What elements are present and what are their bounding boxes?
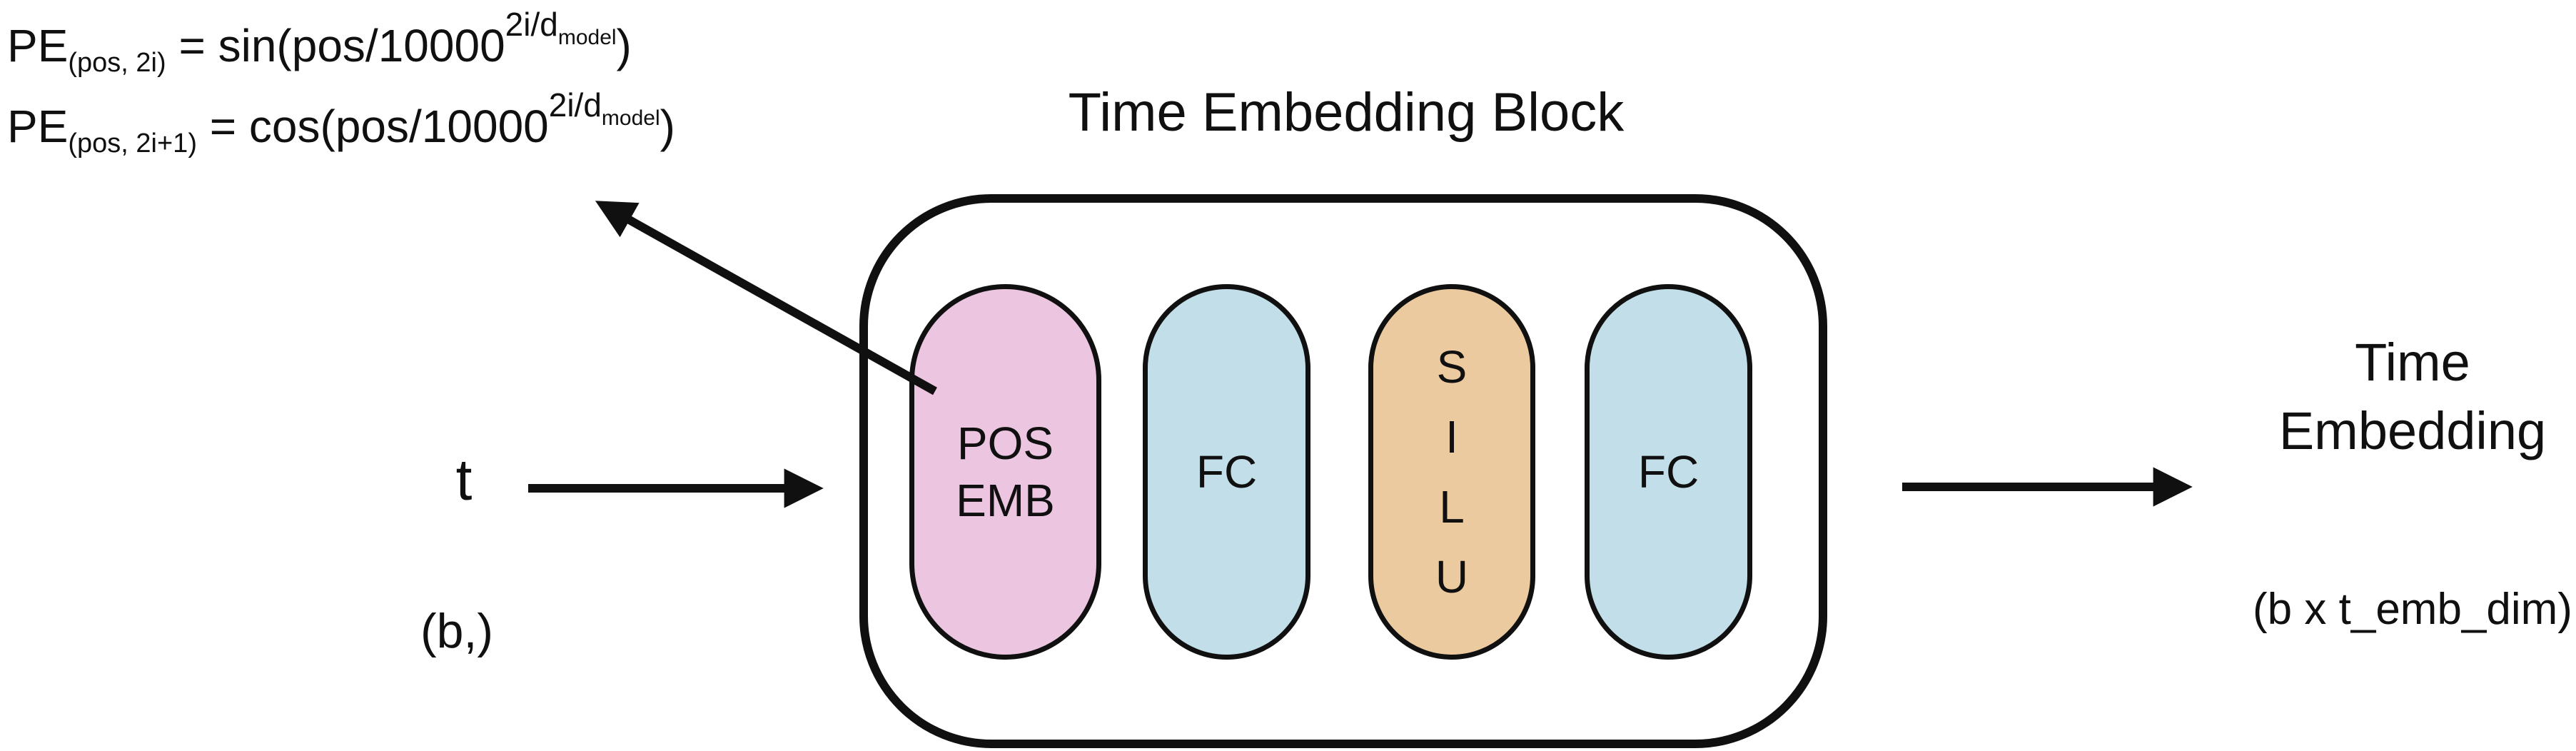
formula-pe-odd-exponent-subscript: model	[601, 106, 660, 130]
pos-emb-label-line1: POS	[956, 418, 1054, 469]
formula-pe-odd: PE(pos, 2i+1) = cos(pos/100002i/dmodel)	[7, 86, 675, 171]
formula-pe-odd-rhs: = cos(pos/10000	[196, 101, 549, 152]
silu-label-u: U	[1435, 551, 1469, 603]
positional-encoding-formulas: PE(pos, 2i) = sin(pos/100002i/dmodel) PE…	[7, 6, 675, 171]
formula-pe-odd-exponent-text: 2i/d	[548, 86, 602, 124]
fc2-label: FC	[1637, 446, 1699, 498]
formula-pe-odd-close-paren: )	[660, 101, 675, 152]
silu-label-l: L	[1439, 481, 1465, 533]
silu-pill: S I L U	[1368, 284, 1535, 660]
input-t-label: t	[455, 448, 473, 513]
input-shape-label: (b,)	[420, 604, 493, 658]
formula-pe-even-exponent-subscript: model	[557, 26, 617, 49]
fc1-label: FC	[1196, 446, 1258, 498]
silu-label-s: S	[1436, 341, 1468, 393]
formula-pe-odd-lhs-subscript: (pos, 2i+1)	[68, 128, 197, 158]
output-shape-label: (b x t_emb_dim)	[2253, 585, 2572, 634]
block-title: Time Embedding Block	[1068, 82, 1625, 143]
formula-pe-even-rhs: = sin(pos/10000	[166, 20, 505, 71]
output-label-line1: Time	[2355, 333, 2470, 392]
fc2-pill: FC	[1585, 284, 1752, 660]
formula-pe-even-lhs: PE	[7, 20, 69, 71]
pos-emb-label-line2: EMB	[956, 475, 1055, 526]
formula-pe-even-close-paren: )	[616, 20, 632, 71]
pos-emb-pill: POS EMB	[909, 284, 1101, 660]
formula-pe-even-exponent-text: 2i/d	[505, 6, 558, 43]
silu-label-i: I	[1445, 411, 1458, 463]
formula-pe-even-lhs-subscript: (pos, 2i)	[68, 48, 166, 78]
formula-pe-even-exponent: 2i/dmodel	[505, 6, 617, 49]
formula-pe-even: PE(pos, 2i) = sin(pos/100002i/dmodel)	[7, 6, 675, 91]
formula-pe-odd-exponent: 2i/dmodel	[548, 86, 660, 130]
output-time-embedding-label: Time Embedding	[2216, 328, 2576, 465]
fc1-pill: FC	[1143, 284, 1310, 660]
formula-pe-odd-lhs: PE	[7, 101, 69, 152]
output-label-line2: Embedding	[2278, 401, 2547, 460]
